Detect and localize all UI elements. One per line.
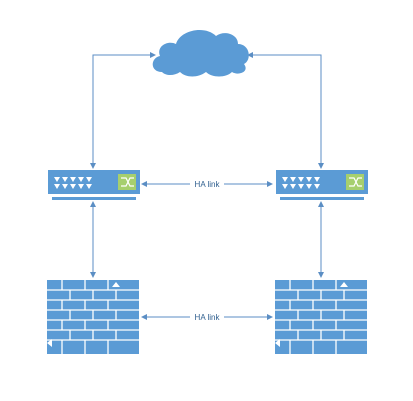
link-cloud-to-left-switch (90, 52, 156, 169)
switch-ports (54, 177, 92, 189)
shuffle-icon (118, 174, 136, 190)
arrow-left-icon (275, 339, 280, 347)
network-switch-icon (276, 170, 368, 200)
arrow-up-icon (112, 282, 120, 287)
shuffle-icon (346, 174, 364, 190)
firewall-icon (47, 280, 139, 354)
connectors (90, 52, 324, 320)
cloud-icon (152, 30, 249, 77)
arrow-up-icon (340, 282, 348, 287)
network-switch-icon (48, 170, 140, 200)
firewall-icon (275, 280, 367, 354)
switch-ha-link-label: HA link (195, 180, 221, 189)
arrow-left-icon (47, 339, 52, 347)
switch-ports (282, 177, 320, 189)
firewall-ha-link-label: HA link (195, 313, 221, 322)
link-cloud-to-right-switch (247, 52, 324, 169)
